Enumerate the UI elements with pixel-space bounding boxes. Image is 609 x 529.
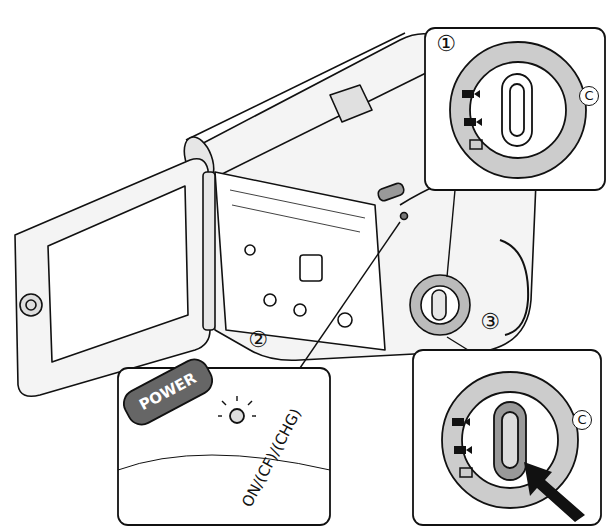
power-button	[377, 182, 406, 202]
mode-icons	[452, 418, 472, 477]
video-icon	[476, 118, 482, 126]
dial-switch-inner	[510, 84, 524, 136]
power-led	[401, 213, 408, 220]
dial-switch	[494, 402, 526, 480]
mode-dial-center	[421, 286, 459, 324]
leader-line	[447, 190, 455, 277]
barrel-line	[214, 70, 432, 178]
recess-screw	[338, 313, 352, 327]
dial-switch	[502, 74, 532, 146]
barrel-line	[186, 33, 405, 140]
inset-frame	[413, 350, 601, 525]
leader-line	[447, 337, 468, 350]
lcd-recess	[215, 172, 385, 350]
callout-number: ②	[248, 329, 268, 351]
inset-dial-view	[425, 28, 605, 190]
joystick	[20, 294, 42, 316]
mode-icons	[462, 90, 482, 149]
lcd-panel	[15, 159, 210, 397]
lcd-screen	[48, 186, 188, 362]
leader-lines	[300, 190, 468, 368]
zoom-lever	[330, 85, 372, 122]
recess-screw	[245, 245, 255, 255]
strap	[500, 240, 528, 335]
callout-number: ③	[480, 311, 500, 333]
video-icon	[464, 118, 476, 126]
inset-frame	[425, 28, 605, 190]
dial-ring	[450, 42, 586, 178]
dial-ring	[442, 372, 578, 508]
power-led	[230, 409, 244, 423]
dial-face	[470, 62, 566, 158]
power-button	[119, 355, 217, 430]
mode-switch	[432, 290, 446, 320]
recess-screw	[264, 294, 276, 306]
video-icon	[474, 90, 480, 98]
recess-port	[300, 255, 322, 281]
callout-number: ①	[436, 33, 456, 55]
lcd-hinge	[203, 172, 215, 330]
recess-detail	[230, 190, 365, 218]
led-glow	[218, 396, 256, 416]
joystick-center	[26, 300, 36, 310]
mode-symbol: C	[572, 410, 592, 430]
photo-icon	[470, 140, 482, 149]
dial-switch-inner	[502, 412, 518, 468]
mode-symbol: C	[579, 86, 599, 106]
mode-dial	[410, 275, 470, 335]
recess-detail	[232, 205, 360, 232]
body-edge	[118, 455, 330, 470]
recess-screw	[294, 304, 306, 316]
video-icon	[462, 90, 474, 98]
inset-power-view	[118, 355, 330, 525]
push-arrow	[524, 462, 585, 522]
inset-switch-view	[413, 350, 601, 525]
leader-line	[300, 222, 400, 368]
